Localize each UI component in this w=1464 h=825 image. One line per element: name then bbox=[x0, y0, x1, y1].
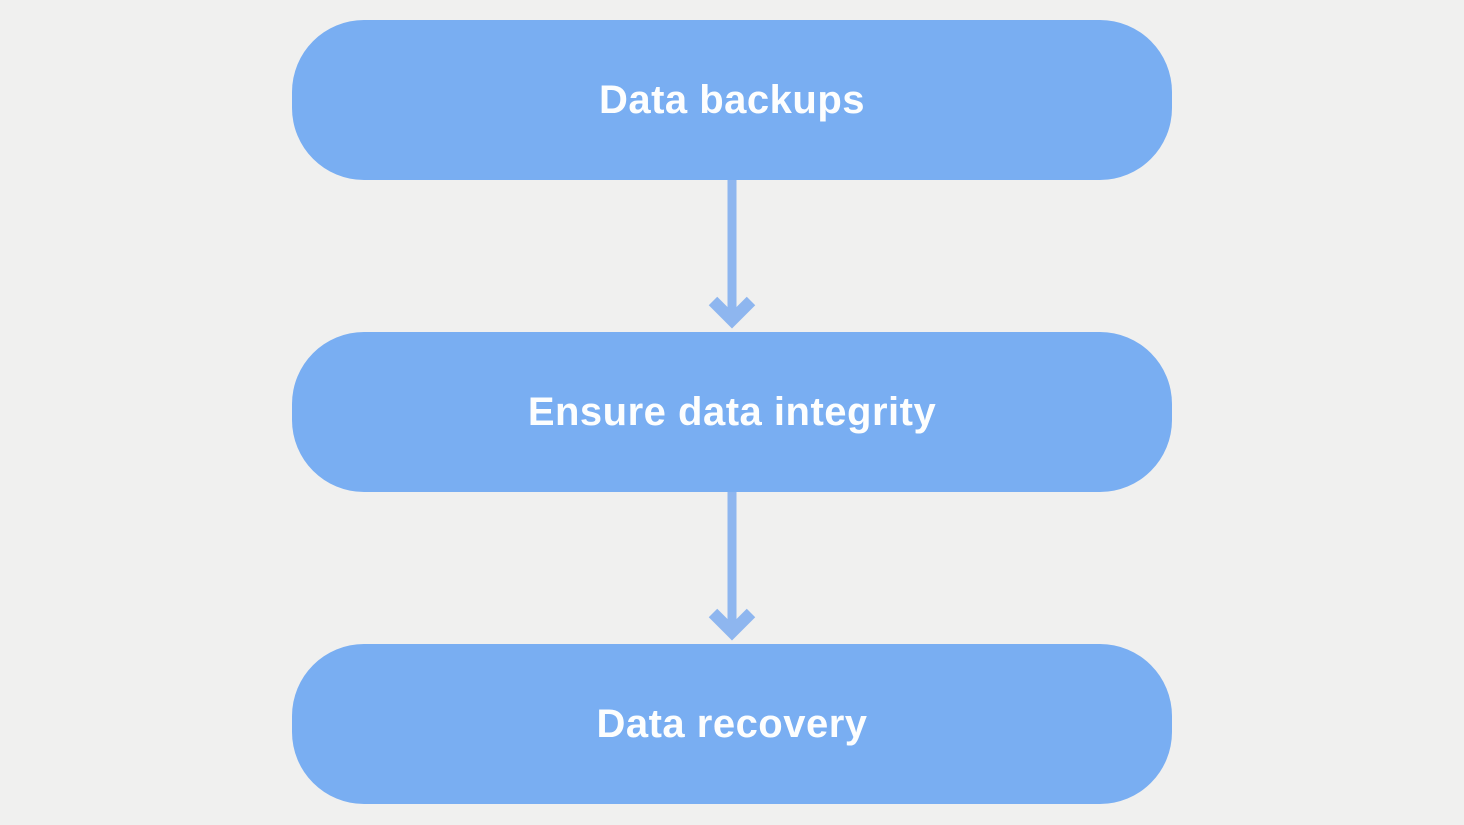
flowchart-node-data-recovery: Data recovery bbox=[292, 644, 1172, 804]
node-label-data-backups: Data backups bbox=[598, 77, 866, 122]
arrow-down-icon bbox=[708, 180, 756, 329]
node-label-data-recovery: Data recovery bbox=[596, 701, 868, 746]
flowchart-node-ensure-data-integrity: Ensure data integrity bbox=[292, 332, 1172, 492]
flowchart-node-data-backups: Data backups bbox=[292, 20, 1172, 180]
arrow-down-icon bbox=[708, 492, 756, 641]
node-label-ensure-data-integrity: Ensure data integrity bbox=[527, 389, 937, 434]
